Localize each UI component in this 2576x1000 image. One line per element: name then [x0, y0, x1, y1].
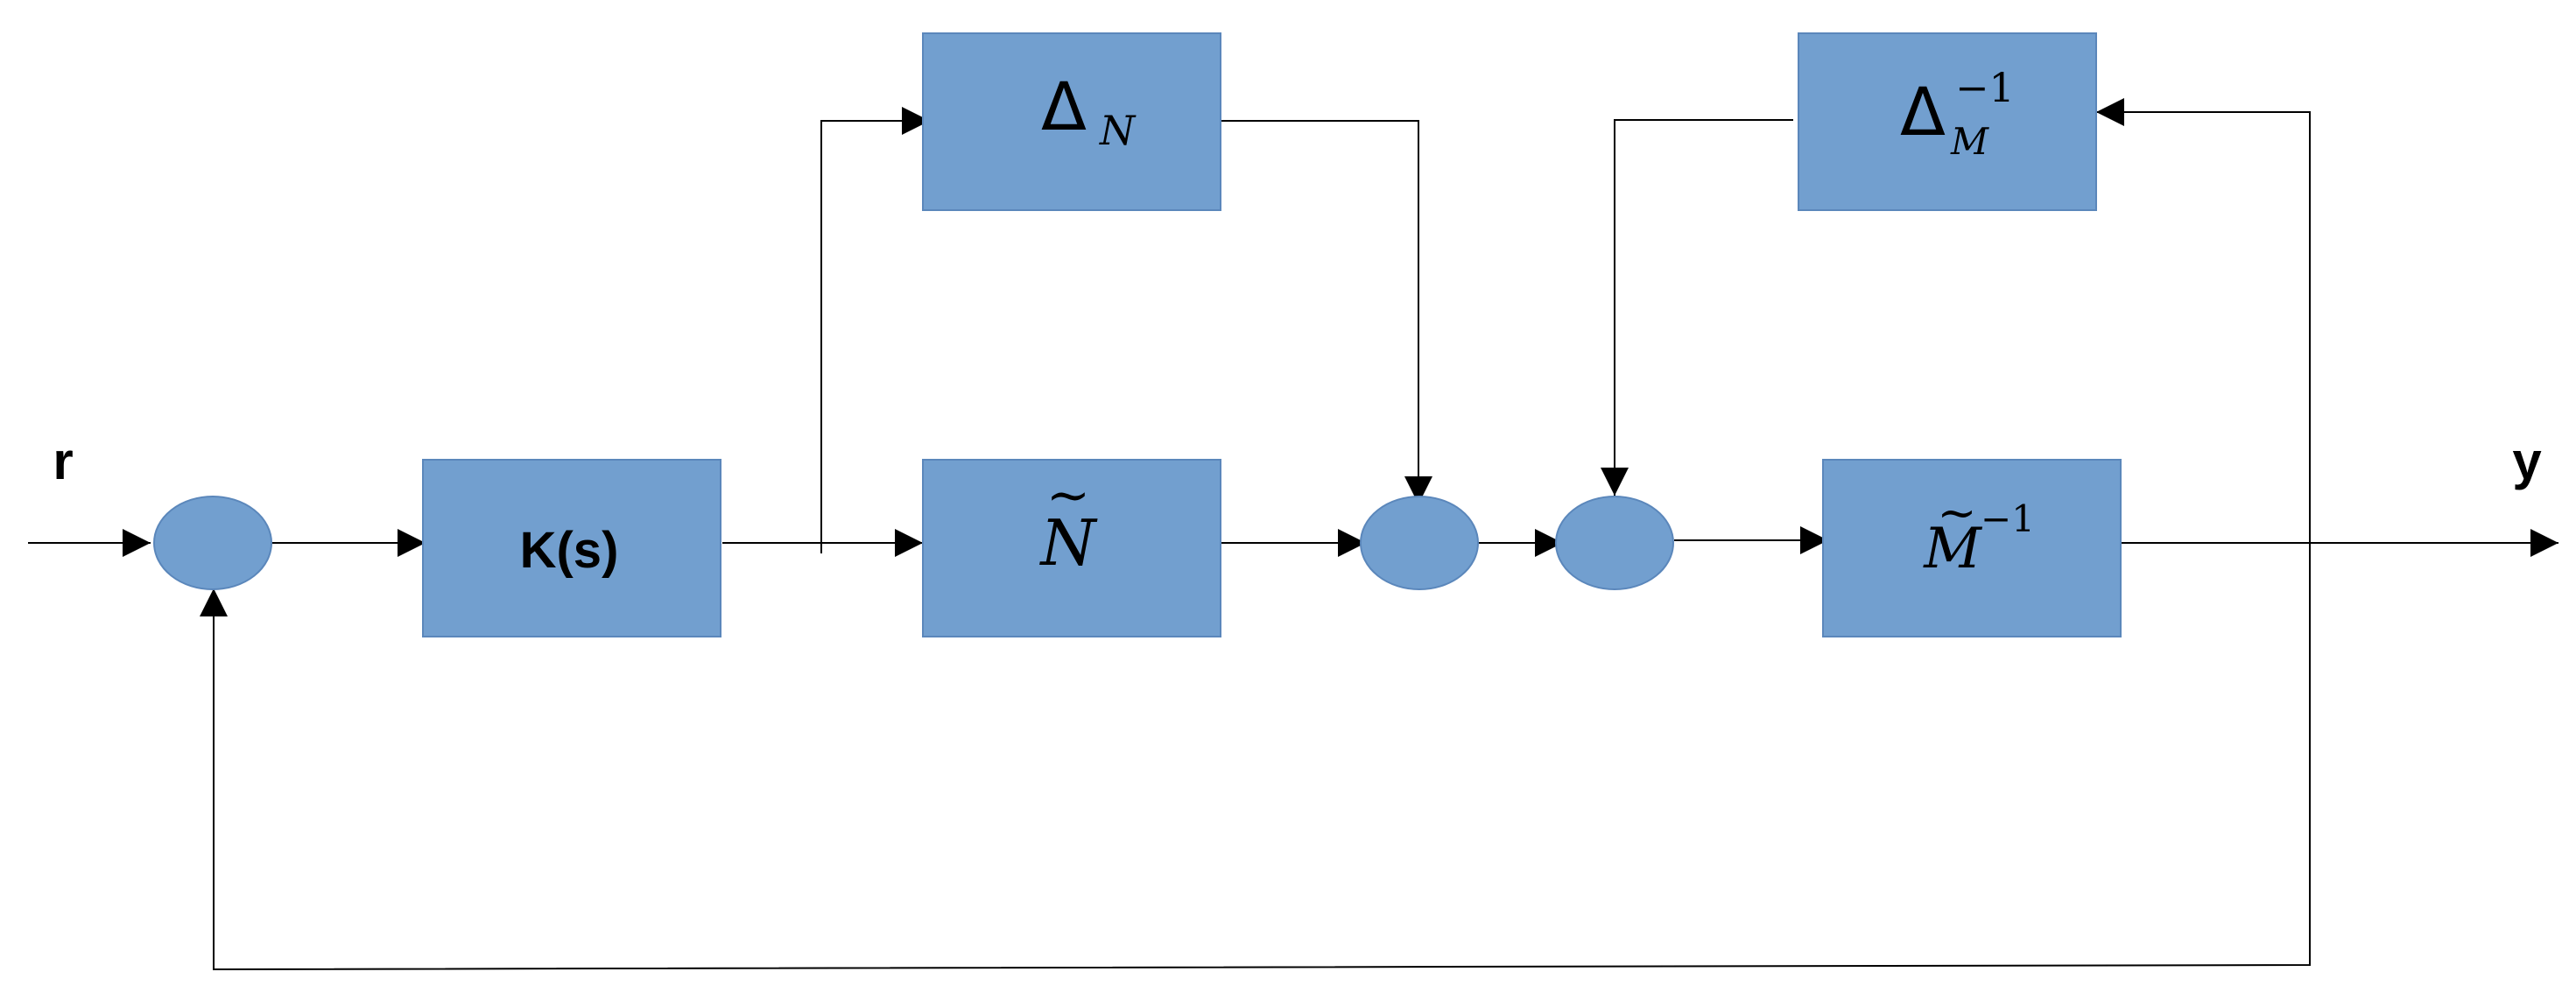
inverse-denominator-uncertainty-block: Δ M −1 [1798, 32, 2097, 211]
delta-m-to-junction-wire [1601, 119, 1793, 496]
delta-m-superscript: −1 [1955, 64, 2015, 111]
inverse-denominator-superscript: −1 [1981, 497, 2035, 540]
nominal-numerator-accent: ~ [1046, 465, 1090, 526]
input-summing-junction [153, 496, 272, 590]
delta-n-symbol: Δ [1041, 67, 1087, 145]
delta-n-to-junction-wire [1221, 120, 1432, 504]
m-summing-junction [1555, 496, 1674, 590]
nominal-numerator-symbol: N [1039, 506, 1099, 580]
controller-block: K(s) [422, 459, 721, 637]
controller-label: K(s) [520, 522, 619, 579]
branch-to-delta-n-wire [820, 107, 930, 553]
inverse-denominator-symbol: M [1923, 517, 1982, 581]
inverse-denominator-block: ~ M −1 [1822, 459, 2122, 637]
delta-m-symbol: Δ [1900, 73, 1946, 151]
input-signal-label: r [53, 432, 73, 490]
inverse-denominator-accent: ~ [1937, 485, 1976, 540]
delta-n-subscript: N [1099, 107, 1137, 154]
output-signal-label: y [2512, 432, 2542, 490]
branch-to-delta-m-wire [2096, 98, 2311, 543]
nominal-numerator-block: ~ N [922, 459, 1221, 637]
delta-m-subscript: M [1950, 120, 1989, 163]
feedback-wire [200, 543, 2311, 971]
n-summing-junction [1360, 496, 1479, 590]
numerator-uncertainty-block: Δ N [922, 32, 1221, 211]
wires [28, 98, 2558, 971]
